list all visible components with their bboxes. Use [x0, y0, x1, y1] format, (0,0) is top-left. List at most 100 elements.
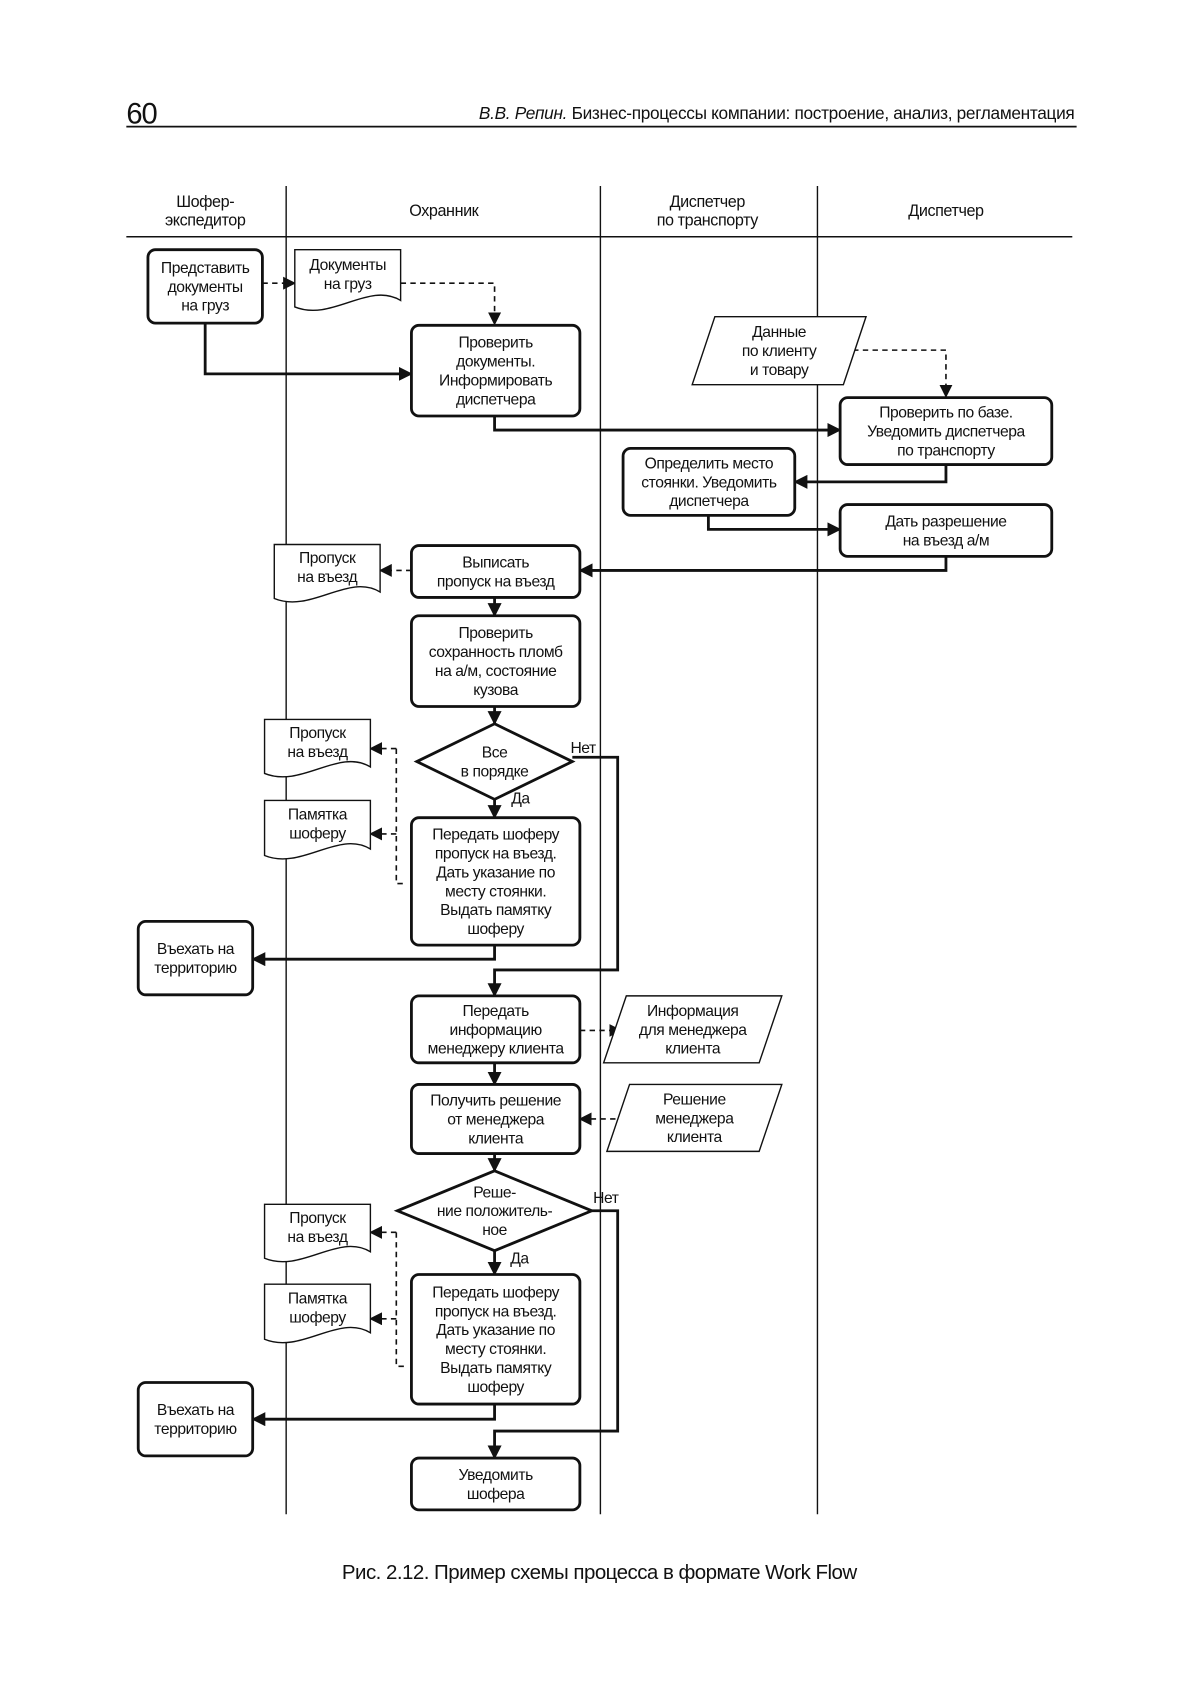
node-label: на груз — [181, 298, 229, 315]
decision-shape — [393, 1169, 596, 1253]
node-label: шоферу — [467, 921, 524, 938]
node-enter-1[interactable]: Въехать на территорию — [136, 919, 255, 997]
node-label: в порядке — [461, 763, 529, 780]
node-label: кузова — [473, 682, 519, 699]
data-shape — [691, 315, 868, 386]
process-shape — [838, 503, 1054, 558]
node-label: Дать указание по — [436, 1322, 555, 1339]
node-memo-doc-2[interactable]: Памятка шоферу — [263, 1283, 372, 1344]
node-label: шоферу — [289, 1309, 346, 1326]
node-label: на въезд а/м — [903, 532, 990, 549]
lane-header-3: по транспорту — [657, 212, 760, 230]
lane-header-1: экспедитор — [165, 212, 246, 230]
node-label: Все — [482, 745, 508, 762]
flow-arrow — [251, 945, 496, 967]
flow-arrow — [487, 1209, 620, 1460]
node-enter-2[interactable]: Въехать на территорию — [136, 1381, 255, 1458]
flow-arrow — [251, 1404, 496, 1427]
node-label: Уведомить — [459, 1467, 534, 1484]
node-label: Проверить — [458, 335, 533, 352]
node-label: и товару — [750, 362, 809, 379]
node-pass-doc-3[interactable]: Пропуск на въезд — [263, 1203, 372, 1263]
node-label: по транспорту — [897, 442, 995, 459]
data-shape — [605, 1083, 783, 1153]
node-label: менеджера — [655, 1110, 734, 1127]
process-shape — [410, 544, 582, 599]
node-positive[interactable]: Реше-ние положитель-ное — [393, 1169, 596, 1253]
data-flow-line — [395, 748, 407, 885]
page-number: 60 — [126, 98, 157, 130]
node-label: Определить место — [645, 455, 774, 472]
decision-shape — [413, 722, 576, 801]
node-label: ное — [482, 1222, 507, 1239]
node-label: стоянки. Уведомить — [641, 474, 777, 491]
node-label: Уведомить диспетчера — [867, 424, 1025, 441]
node-label: Информация — [647, 1003, 738, 1020]
process-shape — [410, 323, 582, 418]
node-label: территорию — [154, 1421, 237, 1438]
node-label: Въехать на — [157, 1402, 235, 1419]
node-label: Памятка — [288, 807, 348, 824]
node-label: клиента — [667, 1129, 723, 1146]
node-label: документы. — [456, 354, 535, 371]
node-label: Дать указание по — [436, 864, 555, 881]
node-label: документы — [168, 279, 243, 296]
label-yes: Да — [510, 1251, 529, 1268]
node-label: на въезд — [297, 569, 357, 586]
data-flow-arrow — [400, 282, 502, 326]
lane-header-3: Диспетчер — [670, 193, 746, 211]
process-shape — [410, 1273, 582, 1406]
data-shape — [602, 995, 783, 1064]
process-shape — [410, 614, 582, 708]
node-check-db[interactable]: Проверить по базе. Уведомить диспетчерапо… — [838, 396, 1054, 466]
node-label: Въехать на — [157, 941, 235, 958]
document-shape — [263, 1283, 372, 1344]
node-label: месту стоянки. — [445, 1341, 546, 1358]
flow-arrow — [487, 755, 620, 998]
node-label: Пропуск — [289, 1210, 346, 1227]
node-label: на въезд — [287, 1229, 347, 1246]
document-shape — [294, 248, 402, 312]
node-label: информацию — [450, 1022, 543, 1039]
process-shape — [410, 994, 582, 1065]
node-label: Решение — [663, 1091, 726, 1108]
node-label: на въезд — [287, 744, 347, 761]
flow-arrow — [493, 415, 842, 438]
node-label: по клиенту — [742, 343, 817, 360]
node-label: Памятка — [288, 1290, 348, 1307]
header-author: В.В. Репин. — [479, 103, 567, 123]
node-label: Проверить по базе. — [879, 405, 1012, 422]
lane-header-1: Шофер- — [176, 193, 234, 211]
node-check-docs[interactable]: Проверитьдокументы.Информироватьдиспетче… — [410, 323, 582, 418]
node-label: территорию — [154, 960, 237, 977]
process-shape — [410, 1083, 582, 1155]
node-label: диспетчера — [456, 391, 536, 408]
node-label: Передать шоферу — [432, 827, 559, 844]
node-label: от менеджера — [447, 1111, 545, 1128]
node-label: шоферу — [467, 1379, 524, 1396]
process-shape — [410, 816, 582, 947]
node-decision-data[interactable]: Решение менеджера клиента — [605, 1083, 783, 1153]
node-label: Выдать памятку — [440, 902, 552, 919]
process-shape — [136, 1381, 255, 1458]
flow-arrow — [706, 515, 842, 537]
